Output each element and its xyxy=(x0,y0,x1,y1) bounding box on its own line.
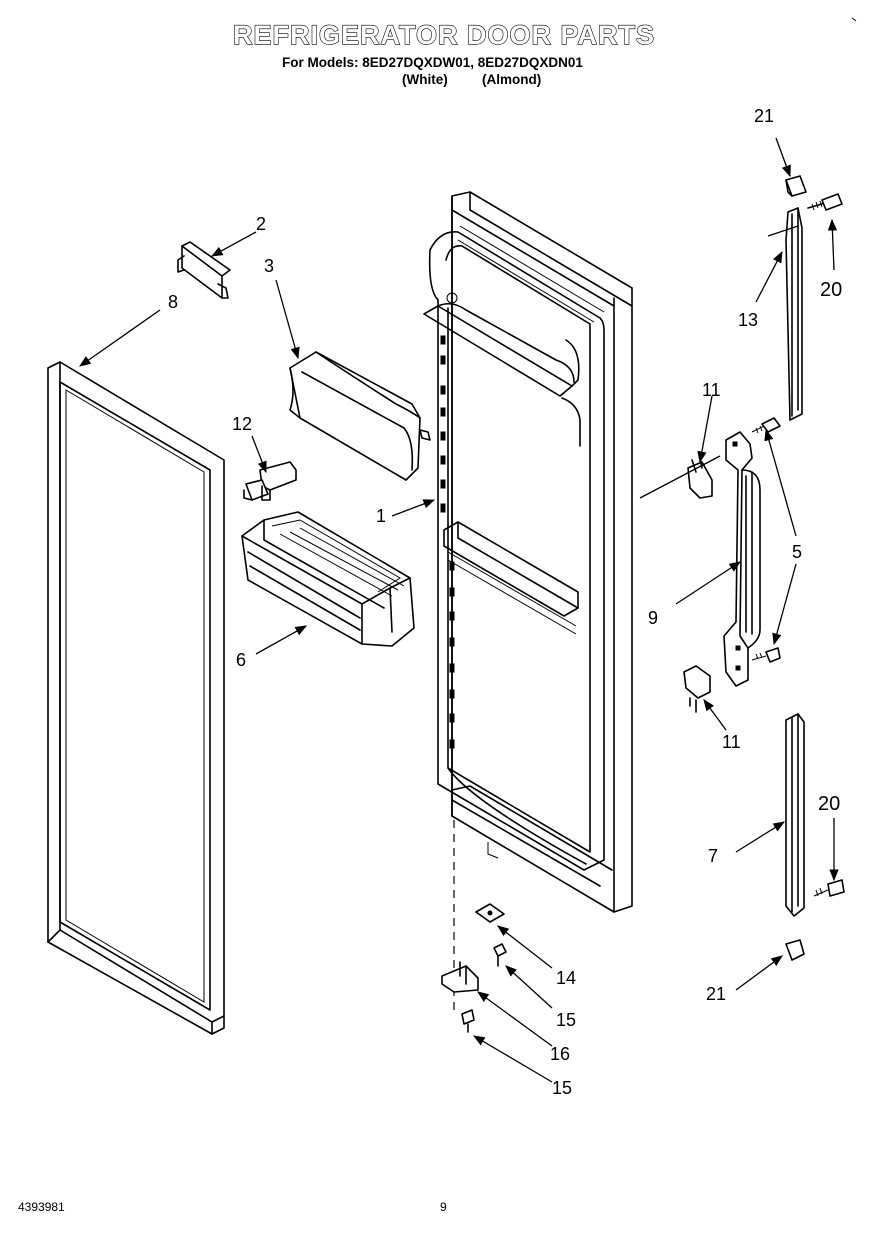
dairy-compartment-door-part xyxy=(289,351,431,481)
callout-3: 3 xyxy=(264,256,274,276)
callout-11-bottom: 11 xyxy=(722,732,741,752)
callout-14: 14 xyxy=(556,968,576,988)
door-handle-part xyxy=(723,431,761,687)
page-title: REFRIGERATOR DOOR PARTS xyxy=(232,19,655,50)
callout-7: 7 xyxy=(708,846,718,866)
callout-2: 2 xyxy=(256,214,266,234)
handle-spring-clip-part-upper xyxy=(687,457,713,499)
callout-6: 6 xyxy=(236,650,246,670)
callout-16: 16 xyxy=(550,1044,570,1064)
handle-spring-clip-part-lower xyxy=(683,665,711,713)
callout-9: 9 xyxy=(648,608,658,628)
models-line: For Models: 8ED27DQXDW01, 8ED27DQXDN01 xyxy=(282,55,583,70)
callout-15-lower: 15 xyxy=(552,1078,572,1098)
callout-8: 8 xyxy=(168,292,178,312)
callout-5: 5 xyxy=(792,542,802,562)
callout-15-upper: 15 xyxy=(556,1010,576,1030)
callout-20-top: 20 xyxy=(820,279,842,301)
door-gasket-part xyxy=(47,361,225,1035)
upper-door-trim-part xyxy=(785,207,803,421)
trim-screw-part-lower xyxy=(813,879,845,897)
refrigerator-door-assembly-part xyxy=(423,191,633,913)
leader-lines xyxy=(79,137,839,1083)
hinge-hardware-parts xyxy=(441,820,507,1033)
door-bin-part xyxy=(241,511,415,647)
variant-white-label: (White) xyxy=(402,72,448,87)
bracket-part-12 xyxy=(243,461,297,501)
page-number: 9 xyxy=(440,1200,447,1214)
callout-13: 13 xyxy=(738,310,758,330)
trim-screw-part-upper xyxy=(807,193,843,211)
lower-door-trim-part xyxy=(785,713,805,917)
trim-end-cap-part-upper xyxy=(785,175,807,197)
document-number: 4393981 xyxy=(18,1200,65,1214)
trim-end-cap-part-lower xyxy=(785,939,805,961)
callout-12: 12 xyxy=(232,414,252,434)
variant-almond-label: (Almond) xyxy=(482,72,542,87)
callout-21-top: 21 xyxy=(754,106,774,126)
callout-1: 1 xyxy=(376,506,386,526)
callout-20-bottom: 20 xyxy=(818,793,840,815)
callout-labels: 2 3 8 12 1 6 21 20 13 11 5 9 11 20 7 14 … xyxy=(168,106,842,1098)
door-clip-part xyxy=(177,241,231,299)
callout-21-bottom: 21 xyxy=(706,984,726,1004)
handle-screw-part-lower xyxy=(751,647,781,663)
callout-11-top: 11 xyxy=(702,380,721,400)
